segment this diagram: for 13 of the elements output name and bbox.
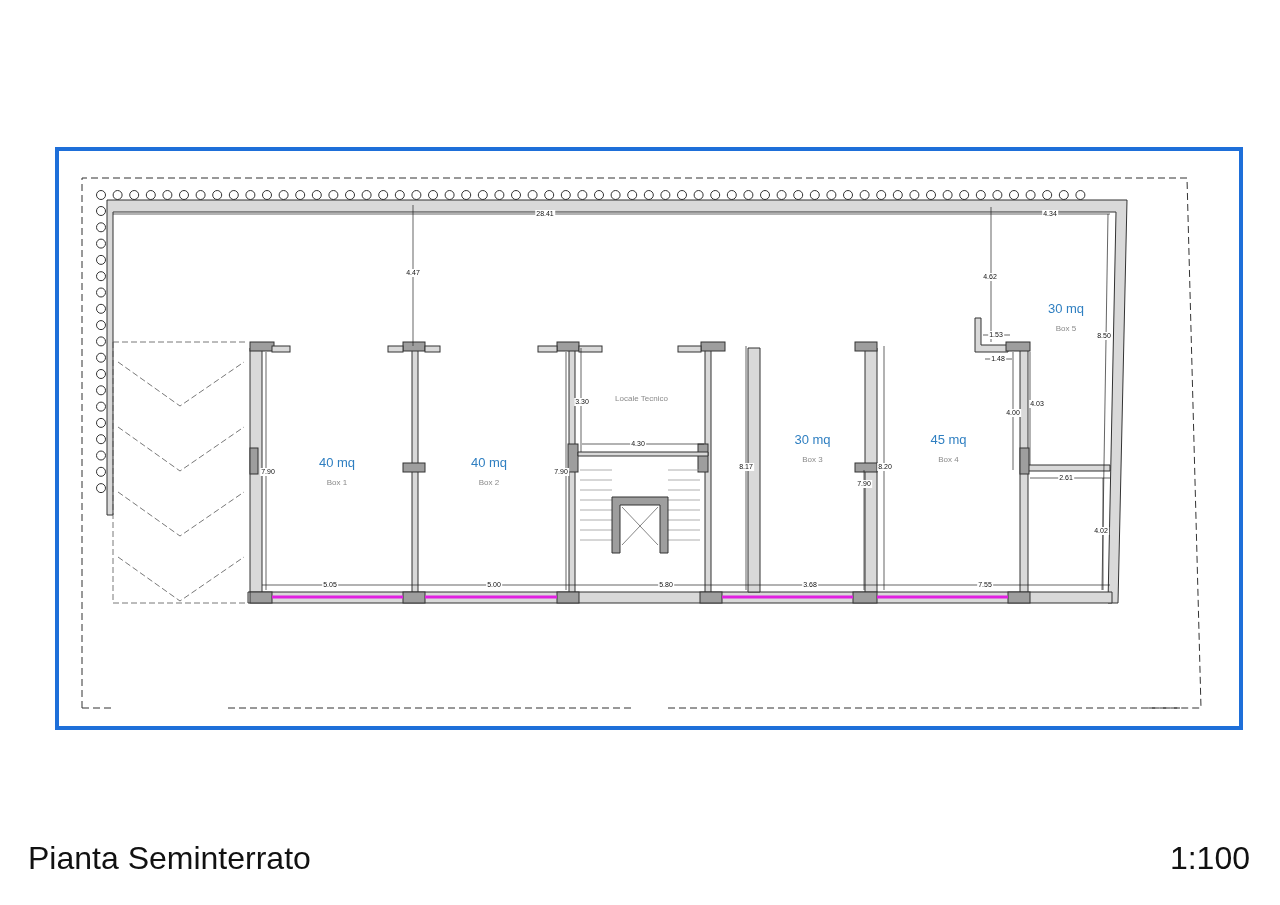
area-label: 40 mq [318,455,356,470]
area-label: 30 mq [1047,301,1085,316]
room-name: Box 5 [1055,324,1077,333]
area-label: 30 mq [794,432,831,447]
area-label: 40 mq [470,455,508,470]
room-name: Box 3 [802,455,823,464]
room-name: Box 1 [326,478,348,487]
plan-title: Pianta Seminterrato [28,840,311,877]
area-label: 45 mq [930,432,967,447]
room-name: Locale Tecnico [614,392,669,404]
room-name: Box 2 [478,478,500,487]
room-name: Box 4 [938,455,959,464]
scale-label: 1:100 [1169,840,1250,877]
